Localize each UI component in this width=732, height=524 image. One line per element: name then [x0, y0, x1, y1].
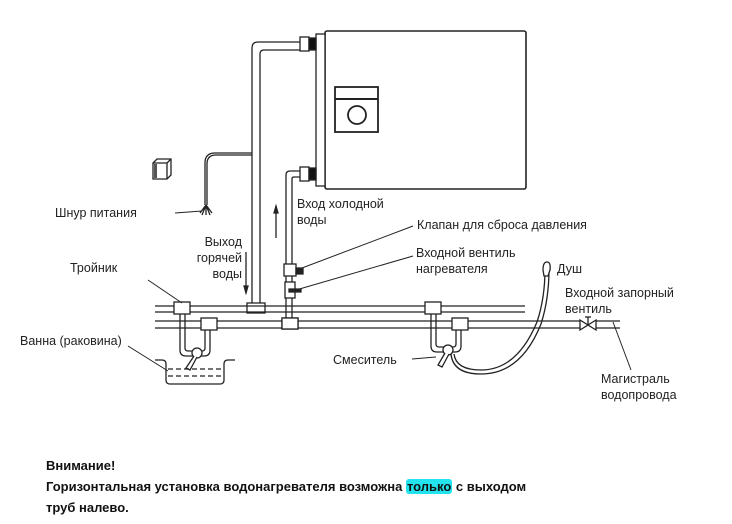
- warning-title: Внимание!: [46, 458, 116, 473]
- control-panel: [334, 86, 379, 133]
- cold-flow-arrow: [273, 203, 279, 238]
- label-heater-inlet-valve-line1: Входной вентиль: [416, 246, 516, 260]
- shutoff-valve-icon: [579, 316, 620, 332]
- label-tee: Тройник: [70, 261, 118, 275]
- hot-water-pipe: [246, 41, 300, 314]
- bath-mixer: [179, 314, 211, 371]
- cold-water-pipe: [281, 170, 300, 330]
- label-main-line: Магистраль водопровода: [601, 371, 677, 403]
- label-cold-inlet: Вход холодной воды: [297, 196, 384, 228]
- label-hot-outlet-line1: Выход: [204, 235, 242, 249]
- label-shower: Душ: [557, 262, 583, 276]
- water-heater-tank: [299, 30, 527, 190]
- label-shutoff-valve-line1: Входной запорный: [565, 286, 674, 300]
- label-hot-outlet-line2: горячей: [196, 251, 242, 265]
- hot-main-line: [155, 301, 525, 315]
- sink-mixer: [430, 314, 462, 368]
- power-cord: [199, 152, 252, 216]
- highlighted-word: только: [405, 479, 453, 494]
- label-power-cord: Шнур питания: [55, 206, 137, 220]
- cold-main-line: [155, 317, 580, 331]
- warning-line2: труб налево.: [46, 500, 129, 515]
- warning-line1-start: Горизонтальная установка водонагревателя…: [46, 479, 406, 494]
- bath-basin: [155, 359, 235, 385]
- label-cold-inlet-line2: воды: [297, 213, 327, 227]
- label-hot-outlet-line3: воды: [212, 267, 242, 281]
- warning-line1: Горизонтальная установка водонагревателя…: [46, 476, 526, 497]
- label-relief-valve: Клапан для сброса давления: [417, 218, 587, 232]
- label-cold-inlet-line1: Вход холодной: [297, 197, 384, 211]
- label-shutoff-valve: Входной запорный вентиль: [565, 285, 674, 317]
- relief-valve-icon: [295, 267, 304, 275]
- hot-flow-arrow: [243, 252, 249, 296]
- label-main-line-line1: Магистраль: [601, 372, 670, 386]
- label-mixer: Смеситель: [333, 353, 397, 367]
- label-hot-outlet: Выход горячей воды: [188, 234, 242, 282]
- label-heater-inlet-valve: Входной вентиль нагревателя: [416, 245, 515, 277]
- label-shutoff-valve-line2: вентиль: [565, 302, 612, 316]
- label-bath: Ванна (раковина): [20, 334, 122, 348]
- warning-note: Внимание! Горизонтальная установка водон…: [46, 455, 526, 518]
- power-socket-icon: [152, 158, 172, 180]
- label-heater-inlet-valve-line2: нагревателя: [416, 262, 488, 276]
- leader-lines: [127, 210, 632, 372]
- shower-hose: [450, 261, 551, 375]
- warning-line1-end: с выходом: [452, 479, 527, 494]
- label-main-line-line2: водопровода: [601, 388, 677, 402]
